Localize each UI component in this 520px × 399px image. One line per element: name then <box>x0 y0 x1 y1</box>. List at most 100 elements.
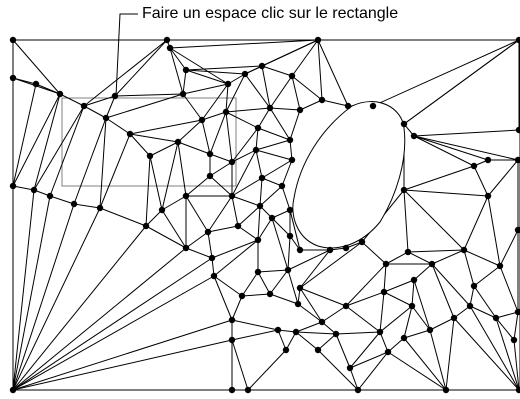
mesh-edge <box>403 189 409 253</box>
callout-leader <box>115 13 138 97</box>
mesh-edge <box>413 135 489 161</box>
mesh-edge <box>295 331 319 351</box>
mesh-node <box>294 300 302 308</box>
mesh-edge <box>385 251 409 265</box>
mesh-edge <box>271 217 291 237</box>
mesh-node <box>342 244 350 252</box>
mesh-node <box>492 314 500 322</box>
mesh-node <box>410 132 418 140</box>
mesh-node <box>182 192 190 200</box>
domain-boundary <box>12 39 520 391</box>
mesh-edge <box>269 269 289 295</box>
mesh-edge <box>12 185 35 191</box>
hole-boundary <box>292 101 406 249</box>
mesh-edge <box>299 241 363 289</box>
mesh-node <box>254 124 262 132</box>
mesh-edge <box>255 127 259 151</box>
mesh-edge <box>231 295 243 321</box>
mesh-node <box>198 116 206 124</box>
mesh-edge <box>257 269 289 273</box>
mesh-node <box>382 260 390 268</box>
mesh-edge <box>201 111 227 121</box>
mesh-edge <box>225 83 229 113</box>
mesh-edge <box>499 229 519 267</box>
mesh-edge <box>209 175 233 197</box>
mesh-edge <box>317 39 323 101</box>
mesh-edge <box>185 65 263 71</box>
mesh-node <box>234 222 242 230</box>
mesh-edge <box>12 319 233 391</box>
mesh-node <box>163 36 171 44</box>
mesh-edge <box>383 279 415 293</box>
mesh-node <box>510 336 518 344</box>
mesh-edge <box>211 239 259 259</box>
mesh-edge <box>207 225 239 233</box>
mesh-node <box>460 246 468 254</box>
mesh-edge <box>317 333 337 351</box>
mesh-edge <box>413 135 519 161</box>
mesh-node <box>254 268 262 276</box>
mesh-node <box>9 386 17 394</box>
mesh-edge <box>473 165 489 197</box>
mesh-edge <box>345 263 387 307</box>
mesh-node <box>30 186 38 194</box>
mesh-edge <box>12 203 75 391</box>
mesh-edge <box>185 69 246 75</box>
mesh-edge <box>411 305 431 331</box>
mesh-edge <box>335 331 381 335</box>
mesh-node <box>346 364 354 372</box>
mesh-node <box>428 260 436 268</box>
mesh-edge <box>213 275 233 321</box>
mesh-edge <box>297 303 323 323</box>
mesh-node <box>146 152 154 160</box>
mesh-edge <box>12 189 35 391</box>
mesh-node <box>342 302 350 310</box>
mesh-edge <box>345 291 385 307</box>
mesh-node <box>32 80 40 88</box>
mesh-edge <box>413 129 520 137</box>
mesh-edge <box>261 159 293 179</box>
mesh-edge <box>207 195 233 233</box>
mesh-edge <box>317 39 349 107</box>
mesh-edge <box>185 175 211 197</box>
mesh-node <box>318 96 326 104</box>
mesh-edge <box>261 65 271 109</box>
mesh-edge <box>185 247 213 259</box>
mesh-node <box>400 334 408 342</box>
mesh-edge <box>129 133 179 143</box>
mesh-edge <box>237 225 259 241</box>
mesh-node <box>404 248 412 256</box>
mesh-node <box>380 288 388 296</box>
mesh-node <box>228 386 236 394</box>
mesh-edge <box>379 291 385 333</box>
mesh-node <box>206 150 214 158</box>
mesh-node <box>286 206 294 214</box>
mesh-edge <box>295 331 337 335</box>
mesh-edge <box>201 83 229 121</box>
mesh-edge <box>411 279 415 307</box>
mesh-edge <box>379 331 389 353</box>
mesh-node <box>314 36 322 44</box>
mesh-edge <box>231 177 263 197</box>
mesh-edge <box>271 217 289 271</box>
mesh-edge <box>403 189 489 197</box>
mesh-node <box>384 348 392 356</box>
mesh-edge <box>257 217 273 241</box>
mesh-edge <box>99 133 131 209</box>
mesh-nodes <box>9 36 520 394</box>
mesh-edge <box>261 177 283 187</box>
mesh-edge <box>403 189 465 251</box>
mesh-node <box>466 302 474 310</box>
mesh-edge <box>231 195 261 207</box>
mesh-edge <box>487 195 501 267</box>
mesh-node <box>426 326 434 334</box>
mesh-node <box>241 70 249 78</box>
mesh-edge <box>407 249 465 253</box>
mesh-edge <box>287 269 299 305</box>
mesh-edge <box>487 159 519 197</box>
mesh-node <box>484 156 492 164</box>
mesh-edge <box>499 265 519 313</box>
mesh-node <box>326 246 334 254</box>
